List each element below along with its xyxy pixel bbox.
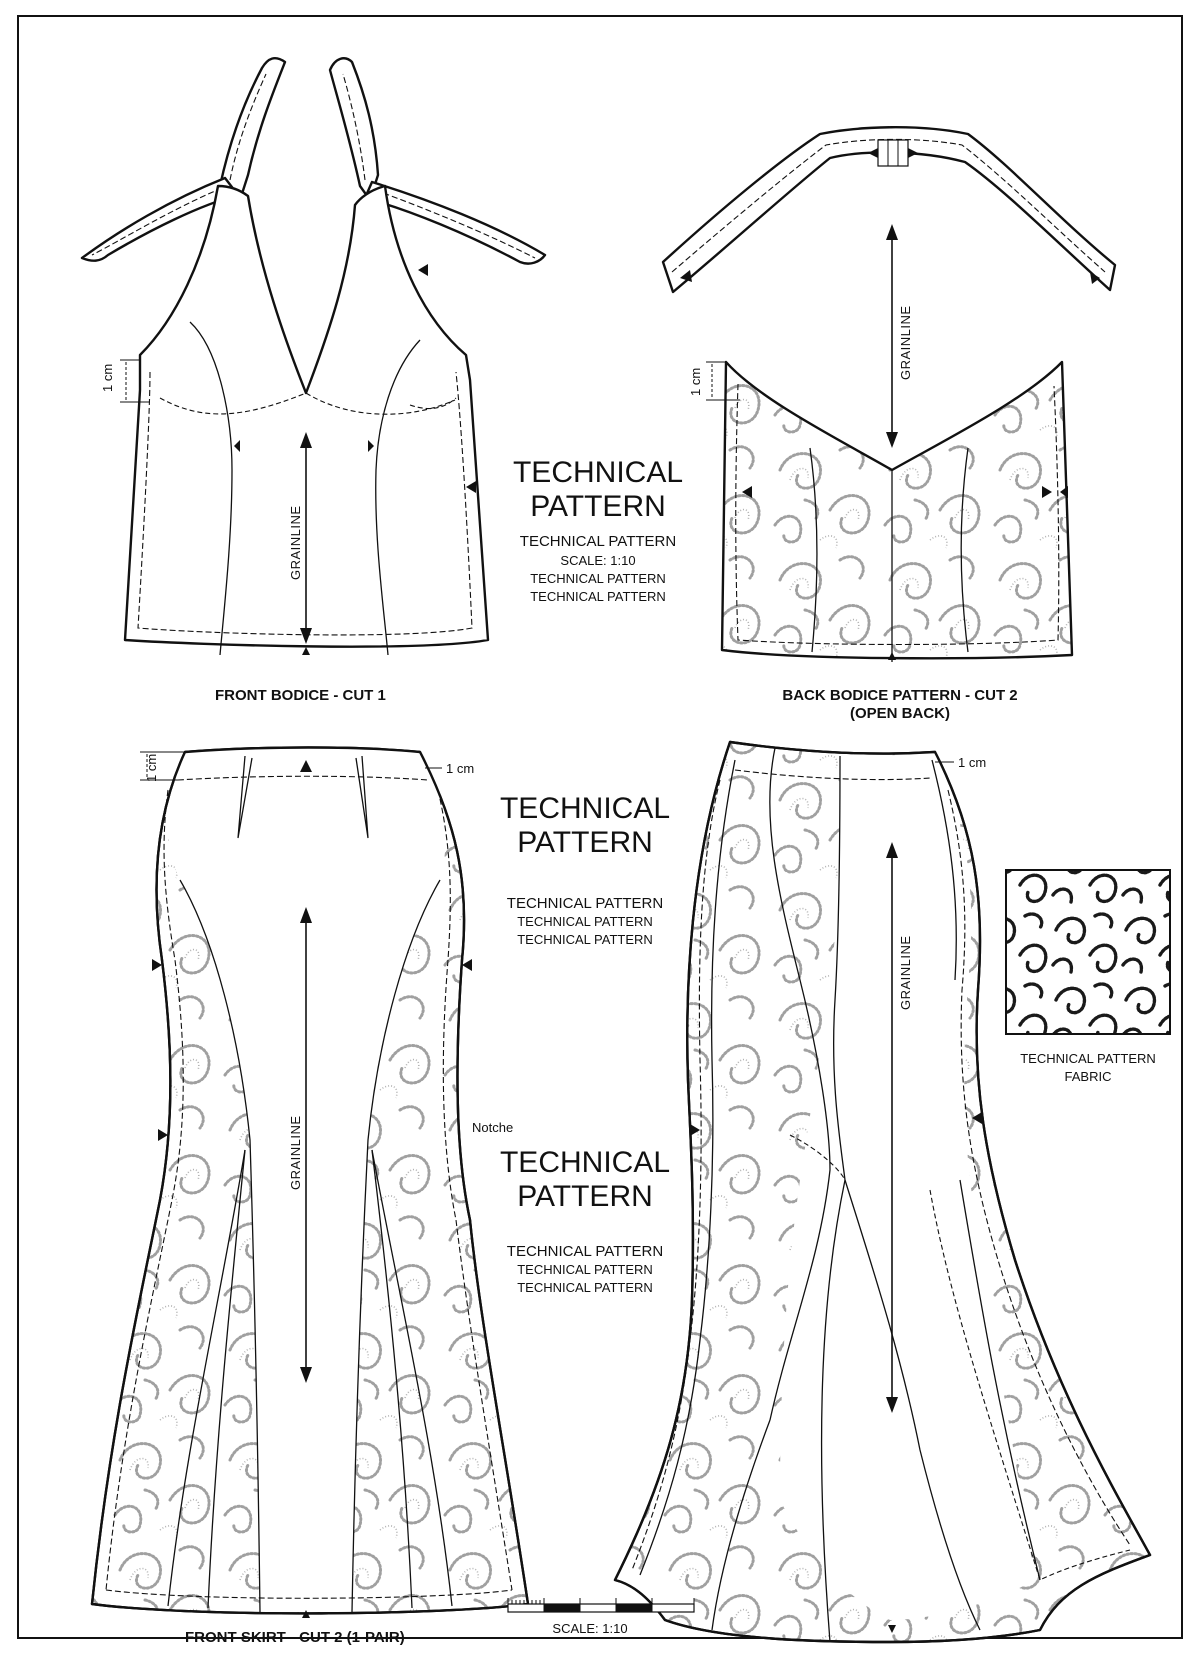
front-skirt-piece: 1 cm 1 cm GRAINLINE Notche FRONT SKIRT -… bbox=[90, 746, 530, 1646]
title-block-2: TECHNICAL PATTERN TECHNICAL PATTERN TECH… bbox=[500, 792, 670, 947]
title-block-3: TECHNICAL PATTERN TECHNICAL PATTERN TECH… bbox=[500, 1146, 670, 1295]
title-3-sub-b: TECHNICAL PATTERN bbox=[517, 1262, 653, 1277]
back-skirt-piece: 1 cm GRAINLINE bbox=[613, 740, 1152, 1644]
front-bodice-seam-dim: 1 cm bbox=[100, 359, 150, 403]
front-strap-left bbox=[218, 56, 287, 202]
back-skirt-1cm: 1 cm bbox=[958, 755, 986, 770]
title-3-sub-c: TECHNICAL PATTERN bbox=[517, 1280, 653, 1295]
title-2-sub-a: TECHNICAL PATTERN bbox=[507, 895, 663, 912]
title-1-sub-b: TECHNICAL PATTERN bbox=[530, 571, 666, 586]
title-1-sub-c: TECHNICAL PATTERN bbox=[530, 589, 666, 604]
fabric-label-1: TECHNICAL PATTERN bbox=[1020, 1051, 1156, 1066]
back-yoke bbox=[661, 126, 1117, 294]
front-bodice-caption: FRONT BODICE - CUT 1 bbox=[215, 687, 386, 704]
title-1-sub-a: TECHNICAL PATTERN bbox=[520, 533, 676, 550]
title-3-sub-a: TECHNICAL PATTERN bbox=[507, 1243, 663, 1260]
title-1-scale: SCALE: 1:10 bbox=[560, 553, 635, 568]
notche-label: Notche bbox=[472, 1120, 513, 1135]
title-3-line-a: TECHNICAL bbox=[500, 1146, 670, 1179]
sheet-border bbox=[17, 15, 1183, 1639]
front-bodice-1cm: 1 cm bbox=[100, 364, 115, 392]
back-bodice-caption-2: (OPEN BACK) bbox=[850, 705, 950, 722]
title-block-1: TECHNICAL PATTERN TECHNICAL PATTERN SCAL… bbox=[513, 456, 683, 604]
title-2-sub-b: TECHNICAL PATTERN bbox=[517, 914, 653, 929]
title-2-sub-c: TECHNICAL PATTERN bbox=[517, 932, 653, 947]
front-strap-right bbox=[328, 57, 380, 202]
fabric-swatch: TECHNICAL PATTERN FABRIC bbox=[1005, 869, 1171, 1084]
back-bodice-piece: 1 cm GRAINLINE BACK BODICE PATTERN - CUT… bbox=[661, 126, 1117, 722]
back-bodice-outline bbox=[720, 360, 1074, 660]
title-3-line-b: PATTERN bbox=[517, 1180, 653, 1213]
front-bodice-outline bbox=[123, 184, 490, 648]
back-bodice-caption-1: BACK BODICE PATTERN - CUT 2 bbox=[782, 687, 1017, 704]
front-skirt-1cm-right: 1 cm bbox=[446, 761, 474, 776]
title-2-line-b: PATTERN bbox=[517, 826, 653, 859]
back-bodice-1cm: 1 cm bbox=[688, 368, 703, 396]
back-bodice-grainline: GRAINLINE bbox=[898, 305, 913, 380]
front-bodice-grainline: GRAINLINE bbox=[288, 505, 303, 580]
front-skirt-grainline: GRAINLINE bbox=[288, 1115, 303, 1190]
back-skirt-grainline: GRAINLINE bbox=[898, 935, 913, 1010]
fabric-label-2: FABRIC bbox=[1065, 1069, 1112, 1084]
back-bodice-seam-dim: 1 cm bbox=[688, 361, 740, 401]
title-1-line-a: TECHNICAL bbox=[513, 456, 683, 489]
title-2-line-a: TECHNICAL bbox=[500, 792, 670, 825]
front-skirt-1cm-left: 1 cm bbox=[144, 754, 159, 782]
scale-bar-label: SCALE: 1:10 bbox=[552, 1621, 627, 1636]
front-skirt-caption: FRONT SKIRT - CUT 2 (1-PAIR) bbox=[185, 1629, 405, 1646]
title-1-line-b: PATTERN bbox=[530, 490, 666, 523]
front-skirt-seam-dim: 1 cm 1 cm bbox=[140, 751, 474, 782]
scale-bar: SCALE: 1:10 bbox=[507, 1598, 695, 1636]
front-bodice-piece: 1 cm GRAINLINE FRONT BODICE - CUT 1 bbox=[80, 56, 547, 704]
